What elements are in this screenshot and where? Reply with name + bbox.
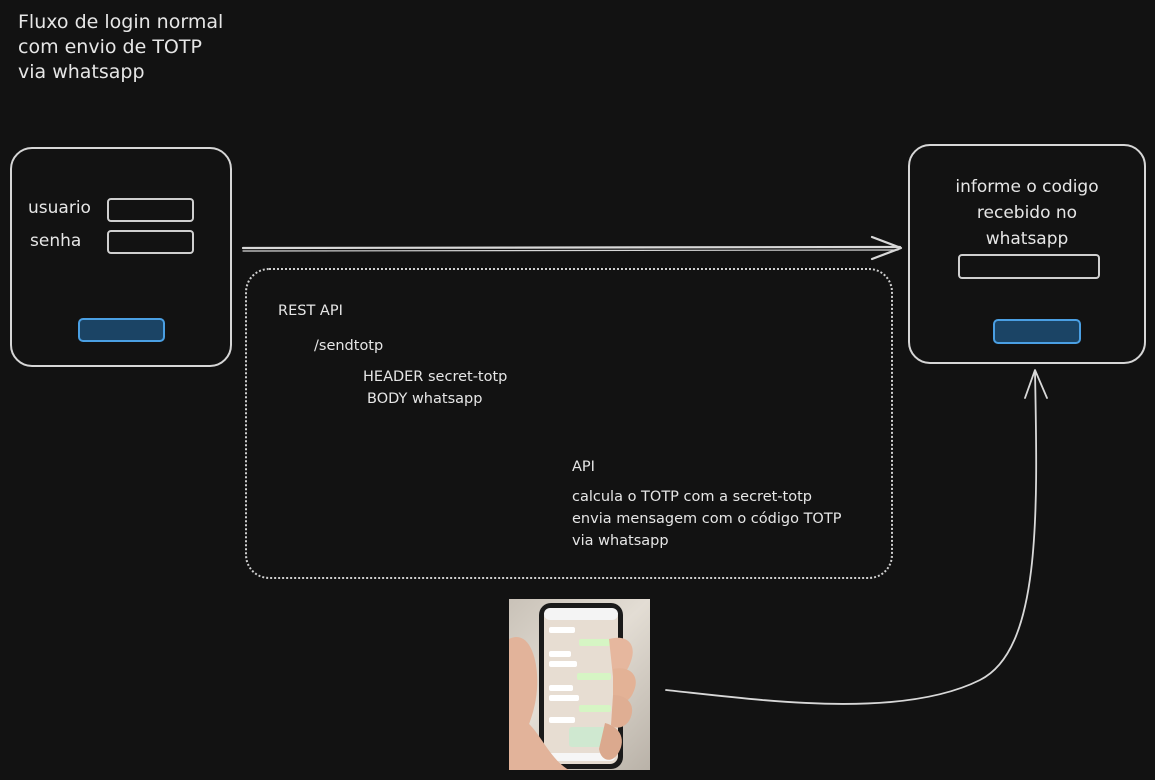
login-screen <box>10 147 232 367</box>
rest-api-container <box>245 268 893 579</box>
totp-prompt: informe o codigo recebido no whatsapp <box>955 177 1099 249</box>
rest-api-body-param: BODY whatsapp <box>367 391 483 407</box>
phone-whatsapp-photo <box>509 599 650 770</box>
totp-submit-button[interactable] <box>993 319 1081 344</box>
api-notes-heading: API <box>572 459 595 475</box>
diagram-title: Fluxo de login normal com envio de TOTP … <box>18 11 224 83</box>
totp-code-field[interactable] <box>958 254 1100 279</box>
smartphone-icon <box>509 603 636 770</box>
password-field[interactable] <box>107 230 194 254</box>
username-label: usuario <box>28 198 91 218</box>
rest-api-header-param: HEADER secret-totp <box>363 369 508 385</box>
phone-to-totp-arrowhead <box>1024 369 1048 399</box>
api-notes-text: calcula o TOTP com a secret-totp envia m… <box>572 489 842 549</box>
rest-api-endpoint: /sendtotp <box>314 338 384 354</box>
login-button[interactable] <box>78 318 165 342</box>
phone-to-totp-curve <box>665 371 1038 705</box>
login-to-totp-arrow-line2 <box>242 249 899 252</box>
username-field[interactable] <box>107 198 194 222</box>
login-to-totp-arrowhead <box>870 235 903 261</box>
rest-api-heading: REST API <box>278 303 343 319</box>
login-to-totp-arrow <box>241 245 902 250</box>
password-label: senha <box>30 231 82 251</box>
totp-screen <box>908 144 1146 364</box>
